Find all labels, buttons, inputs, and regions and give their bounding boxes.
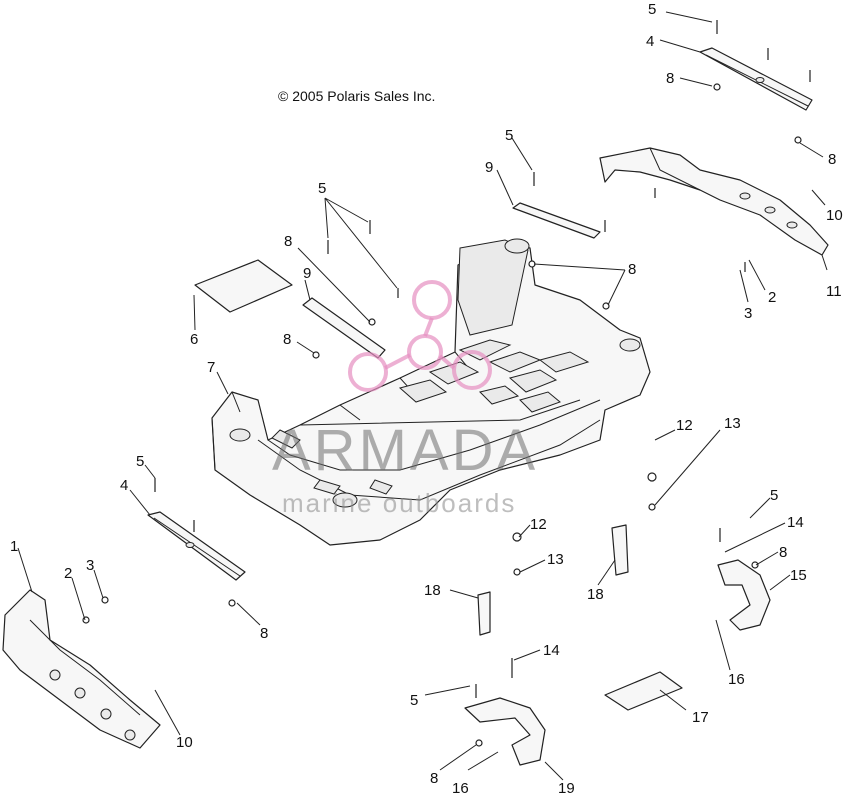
callout-14: 14 xyxy=(543,642,560,659)
callout-5: 5 xyxy=(505,127,513,144)
fasteners xyxy=(82,20,811,747)
callout-4: 4 xyxy=(646,33,654,50)
rear-bumper-part xyxy=(599,147,829,256)
callout-7: 7 xyxy=(207,359,215,376)
callout-8: 8 xyxy=(628,261,636,278)
hinge-bracket-part xyxy=(477,524,629,636)
latch-assembly-part xyxy=(464,697,546,766)
callout-2: 2 xyxy=(768,289,776,306)
callout-10: 10 xyxy=(176,734,193,751)
leader-lines xyxy=(17,11,828,781)
callout-14: 14 xyxy=(787,514,804,531)
callout-8: 8 xyxy=(283,331,291,348)
support-bracket-part xyxy=(302,202,601,359)
callout-5: 5 xyxy=(648,1,656,18)
callout-1: 1 xyxy=(10,538,18,555)
decal-part xyxy=(194,259,293,313)
callout-11: 11 xyxy=(826,283,842,300)
callout-8: 8 xyxy=(779,544,787,561)
callout-8: 8 xyxy=(430,770,438,787)
callout-13: 13 xyxy=(547,551,564,568)
callout-17: 17 xyxy=(692,709,709,726)
callout-3: 3 xyxy=(86,557,94,574)
watermark-subtitle: marine outboards xyxy=(282,488,516,518)
callout-5: 5 xyxy=(770,487,778,504)
callout-8: 8 xyxy=(828,151,836,168)
callout-12: 12 xyxy=(676,417,693,434)
callout-9: 9 xyxy=(485,159,493,176)
callout-labels: 5 4 8 8 5 9 5 10 8 9 8 11 2 3 6 8 7 12 1… xyxy=(10,1,843,795)
callout-15: 15 xyxy=(790,567,807,584)
callout-4: 4 xyxy=(120,477,128,494)
callout-16: 16 xyxy=(452,780,469,795)
callout-18: 18 xyxy=(587,586,604,603)
watermark: ARMADA marine outboards xyxy=(272,280,538,518)
callout-5: 5 xyxy=(318,180,326,197)
mount-bracket-left-part xyxy=(147,511,246,581)
callout-19: 19 xyxy=(558,780,575,795)
callout-5: 5 xyxy=(136,453,144,470)
copyright-text: © 2005 Polaris Sales Inc. xyxy=(278,88,435,104)
mount-bracket-top-part xyxy=(699,47,813,111)
floor-mat-part xyxy=(604,671,683,711)
front-bumper-part xyxy=(2,589,161,749)
callout-2: 2 xyxy=(64,565,72,582)
callout-16: 16 xyxy=(728,671,745,688)
callout-10: 10 xyxy=(826,207,843,224)
watermark-logo xyxy=(348,280,492,392)
callout-8: 8 xyxy=(284,233,292,250)
cargo-box-part xyxy=(211,238,651,546)
callout-8: 8 xyxy=(666,70,674,87)
callout-6: 6 xyxy=(190,331,198,348)
callout-3: 3 xyxy=(744,305,752,322)
callout-5: 5 xyxy=(410,692,418,709)
callout-18: 18 xyxy=(424,582,441,599)
callout-13: 13 xyxy=(724,415,741,432)
latch-handle-part xyxy=(717,559,771,631)
callout-9: 9 xyxy=(303,265,311,282)
callout-12: 12 xyxy=(530,516,547,533)
watermark-title: ARMADA xyxy=(272,418,538,483)
callout-8: 8 xyxy=(260,625,268,642)
